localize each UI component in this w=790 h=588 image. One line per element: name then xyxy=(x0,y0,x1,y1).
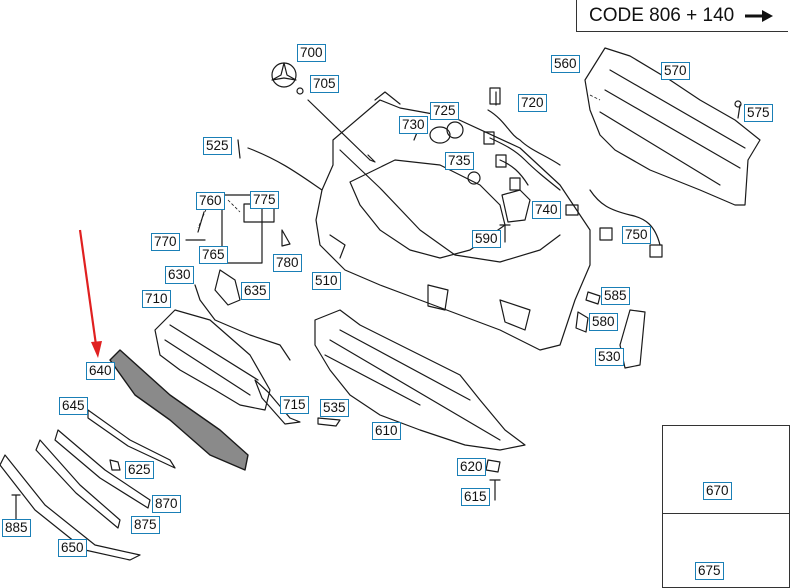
lower-trim-strip xyxy=(0,454,141,561)
callout-700[interactable]: 700 xyxy=(297,44,326,62)
code-header: CODE 806 + 140 xyxy=(576,0,788,32)
callout-715[interactable]: 715 xyxy=(280,396,309,414)
callout-510[interactable]: 510 xyxy=(312,272,341,290)
callout-585[interactable]: 585 xyxy=(601,287,630,305)
callout-635[interactable]: 635 xyxy=(241,282,270,300)
callout-670[interactable]: 670 xyxy=(703,482,732,500)
callout-705[interactable]: 705 xyxy=(310,75,339,93)
callout-525[interactable]: 525 xyxy=(203,137,232,155)
callout-750[interactable]: 750 xyxy=(622,226,651,244)
callout-530[interactable]: 530 xyxy=(595,348,624,366)
callout-535[interactable]: 535 xyxy=(320,399,349,417)
callout-640[interactable]: 640 xyxy=(86,362,115,380)
honeycomb-grille xyxy=(109,349,249,471)
callout-610[interactable]: 610 xyxy=(372,422,401,440)
star-emblem-ring xyxy=(271,62,297,88)
callout-720[interactable]: 720 xyxy=(518,94,547,112)
upper-grille-outline xyxy=(584,47,761,206)
inset-panel-670 xyxy=(662,425,790,514)
callout-575[interactable]: 575 xyxy=(744,104,773,122)
callout-615[interactable]: 615 xyxy=(461,488,490,506)
callout-650[interactable]: 650 xyxy=(58,539,87,557)
callout-760[interactable]: 760 xyxy=(196,192,225,210)
callout-740[interactable]: 740 xyxy=(532,201,561,219)
code-label: CODE 806 + 140 xyxy=(589,4,735,26)
inset-panel-675 xyxy=(662,513,790,588)
callout-590[interactable]: 590 xyxy=(472,230,501,248)
callout-620[interactable]: 620 xyxy=(457,458,486,476)
callout-645[interactable]: 645 xyxy=(59,397,88,415)
callout-735[interactable]: 735 xyxy=(445,152,474,170)
callout-885[interactable]: 885 xyxy=(2,519,31,537)
underbody-panel xyxy=(314,309,526,451)
lower-grille-outline xyxy=(154,309,271,411)
callout-870[interactable]: 870 xyxy=(152,495,181,513)
callout-710[interactable]: 710 xyxy=(142,290,171,308)
callout-580[interactable]: 580 xyxy=(589,313,618,331)
red-pointer-arrow-icon xyxy=(78,229,102,358)
callout-625[interactable]: 625 xyxy=(125,461,154,479)
callout-875[interactable]: 875 xyxy=(131,516,160,534)
callout-560[interactable]: 560 xyxy=(551,55,580,73)
callout-570[interactable]: 570 xyxy=(661,62,690,80)
callout-630[interactable]: 630 xyxy=(165,266,194,284)
callout-765[interactable]: 765 xyxy=(199,246,228,264)
callout-725[interactable]: 725 xyxy=(430,102,459,120)
callout-775[interactable]: 775 xyxy=(250,191,279,209)
right-arrow-icon xyxy=(745,9,774,22)
callout-730[interactable]: 730 xyxy=(399,116,428,134)
bumper-cover-outline xyxy=(315,99,591,351)
callout-780[interactable]: 780 xyxy=(273,254,302,272)
callout-675[interactable]: 675 xyxy=(695,562,724,580)
callout-770[interactable]: 770 xyxy=(151,233,180,251)
